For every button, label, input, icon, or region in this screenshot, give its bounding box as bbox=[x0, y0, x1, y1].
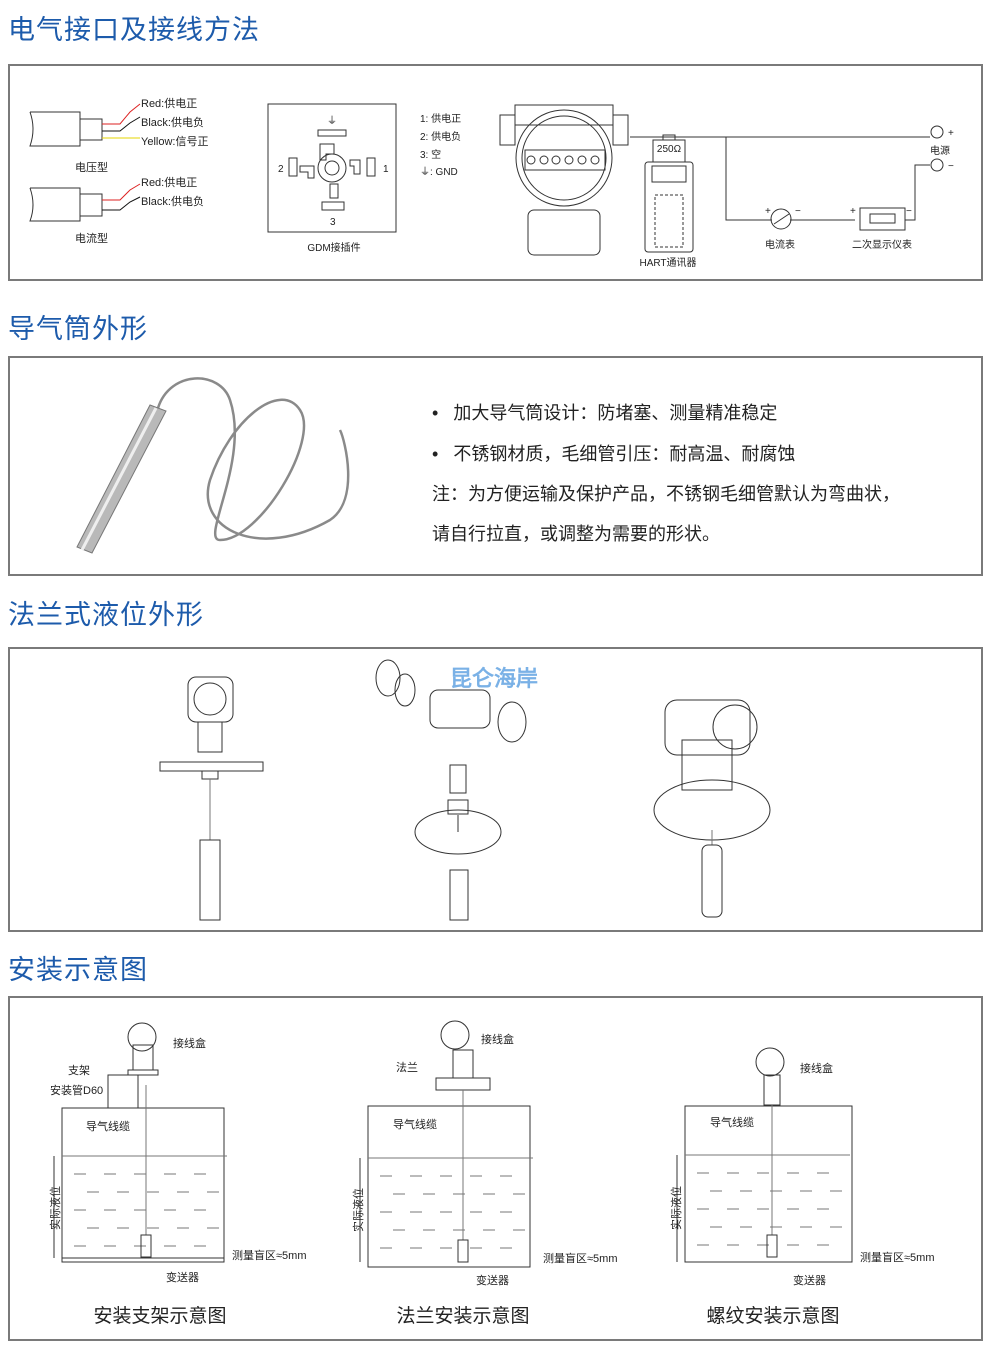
install-bracket-diagram: 接线盒 支架 安装管D60 导气线缆 实际液位 测量盲区≈5mm 变送器 安装支… bbox=[48, 1022, 306, 1327]
minus-sign: − bbox=[906, 206, 912, 217]
wire-label: Red:供电正 bbox=[141, 175, 197, 189]
minus-sign: − bbox=[795, 206, 801, 217]
label-level: 实际液位 bbox=[48, 1186, 62, 1230]
plus-sign: + bbox=[850, 206, 856, 217]
airtube-panel bbox=[8, 356, 983, 576]
feature-2: • 不锈钢材质，毛细管引压：耐高温、耐腐蚀 bbox=[432, 444, 796, 464]
section-title-install: 安装示意图 bbox=[8, 955, 148, 985]
power-label: 电源 bbox=[930, 144, 950, 157]
label-junction-box: 接线盒 bbox=[481, 1032, 514, 1046]
flange-panel bbox=[8, 647, 983, 932]
caption-thread: 螺纹安装示意图 bbox=[706, 1305, 839, 1327]
feature-1: • 加大导气筒设计：防堵塞、测量精准稳定 bbox=[432, 403, 778, 423]
section-title-flange: 法兰式液位外形 bbox=[8, 600, 204, 630]
label-junction-box: 接线盒 bbox=[173, 1036, 206, 1050]
label-level: 实际液位 bbox=[351, 1188, 365, 1232]
wire-label: Black:供电负 bbox=[141, 115, 204, 129]
pin-number: 2 bbox=[278, 164, 284, 175]
connector-caption: GDM接插件 bbox=[307, 241, 360, 254]
current-type-label: 电流型 bbox=[75, 231, 108, 245]
install-flange-diagram: 接线盒 法兰 导气线缆 实际液位 测量盲区≈5mm 变送器 法兰安装示意图 bbox=[351, 1020, 617, 1327]
resistor-label: 250Ω bbox=[657, 144, 682, 155]
voltage-type-label: 电压型 bbox=[75, 160, 108, 174]
label-cable: 导气线缆 bbox=[393, 1117, 437, 1131]
hart-label: HART通讯器 bbox=[639, 257, 696, 269]
ammeter-label: 电流表 bbox=[765, 238, 795, 251]
flange-product-image-3 bbox=[653, 699, 771, 918]
caption-flange: 法兰安装示意图 bbox=[396, 1305, 529, 1327]
wire-label: Red:供电正 bbox=[141, 96, 197, 110]
pin-desc: ⏚: GND bbox=[420, 166, 458, 178]
watermark-logo: 昆仑海岸 bbox=[450, 666, 538, 691]
airtube-product-image bbox=[76, 377, 350, 554]
flange-product-image-2: 昆仑海岸 bbox=[375, 659, 538, 921]
wire-label: Yellow:信号正 bbox=[141, 135, 208, 148]
voltage-cable-diagram: Red:供电正 Black:供电负 Yellow:信号正 电压型 bbox=[29, 96, 208, 174]
label-transmitter: 变送器 bbox=[166, 1270, 199, 1284]
terminal-screws bbox=[526, 155, 600, 165]
note-line-2: 请自行拉直，或调整为需要的形状。 bbox=[432, 524, 720, 544]
label-transmitter: 变送器 bbox=[793, 1273, 826, 1287]
install-thread-diagram: 接线盒 导气线缆 实际液位 测量盲区≈5mm 变送器 螺纹安装示意图 bbox=[669, 1047, 934, 1327]
label-blind-zone: 测量盲区≈5mm bbox=[543, 1251, 617, 1265]
section-title-wiring: 电气接口及接线方法 bbox=[8, 15, 260, 45]
minus-sign: − bbox=[948, 161, 954, 172]
pin-desc: 3: 空 bbox=[420, 148, 441, 161]
label-cable: 导气线缆 bbox=[86, 1119, 130, 1133]
caption-bracket: 安装支架示意图 bbox=[93, 1305, 226, 1327]
plus-sign: + bbox=[948, 128, 954, 139]
wiring-panel bbox=[8, 64, 983, 281]
pin-number: 1 bbox=[383, 164, 389, 175]
circuit-diagram: + − 电源 250Ω HART通讯器 + − 电流表 + − 二次显示仪表 bbox=[499, 104, 954, 269]
flange-product-image-1 bbox=[159, 676, 264, 921]
gdm-connector-diagram: ⏚ 2 1 3 GDM接插件 1: 供电正 2: 供电负 3: 空 ⏚: GND bbox=[267, 103, 461, 254]
install-panel bbox=[8, 996, 983, 1341]
pin-number: 3 bbox=[330, 217, 336, 228]
label-transmitter: 变送器 bbox=[476, 1273, 509, 1287]
pin-desc: 1: 供电正 bbox=[420, 112, 461, 125]
note-line-1: 注：为方便运输及保护产品，不锈钢毛细管默认为弯曲状， bbox=[432, 484, 900, 504]
label-pipe: 安装管D60 bbox=[50, 1083, 103, 1097]
label-cable: 导气线缆 bbox=[710, 1115, 754, 1129]
label-blind-zone: 测量盲区≈5mm bbox=[232, 1248, 306, 1262]
label-flange: 法兰 bbox=[396, 1060, 418, 1074]
display-label: 二次显示仪表 bbox=[852, 238, 912, 251]
plus-sign: + bbox=[765, 206, 771, 217]
ground-symbol: ⏚ bbox=[327, 115, 337, 127]
section-title-airtube: 导气筒外形 bbox=[8, 314, 148, 344]
label-support: 支架 bbox=[68, 1064, 90, 1077]
label-level: 实际液位 bbox=[669, 1186, 683, 1230]
wire-label: Black:供电负 bbox=[141, 194, 204, 208]
current-cable-diagram: Red:供电正 Black:供电负 电流型 bbox=[29, 175, 204, 245]
pin-desc: 2: 供电负 bbox=[420, 130, 461, 143]
label-blind-zone: 测量盲区≈5mm bbox=[860, 1250, 934, 1264]
label-junction-box: 接线盒 bbox=[800, 1061, 833, 1075]
